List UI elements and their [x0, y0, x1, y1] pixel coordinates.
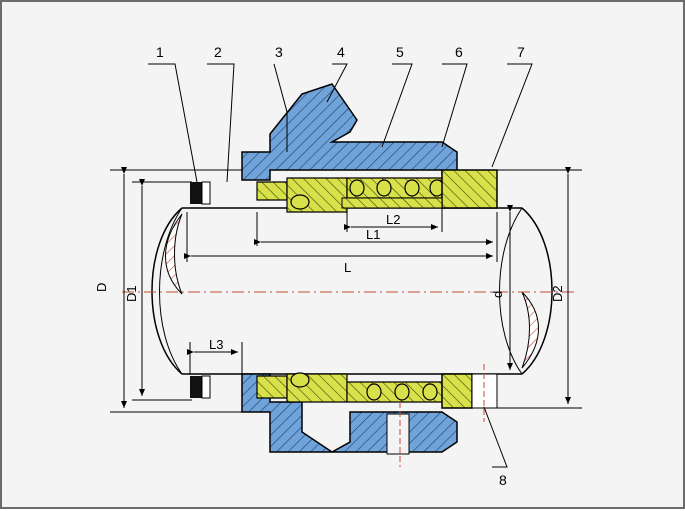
part-label-6: 6	[455, 44, 463, 60]
part-leaders	[148, 63, 533, 468]
dimension-lines	[110, 167, 582, 413]
spring-coil	[376, 179, 392, 197]
shaft-left-break-hatch	[165, 213, 183, 295]
lower-o-ring	[290, 372, 310, 388]
dim-L: L	[344, 260, 351, 275]
part-label-1: 1	[156, 44, 164, 60]
collar	[441, 169, 498, 209]
dim-L2: L2	[386, 212, 400, 227]
part-label-3: 3	[275, 44, 283, 60]
stationary-seat	[256, 181, 288, 201]
spring-coil	[404, 179, 420, 197]
upper-o-ring	[290, 194, 310, 210]
part-label-8: 8	[499, 472, 507, 488]
seat-ring	[190, 182, 202, 204]
part-label-7: 7	[517, 44, 525, 60]
spring-coil	[394, 383, 410, 401]
part-label-5: 5	[396, 44, 404, 60]
spring-coil	[422, 383, 438, 401]
sleeve-upper	[341, 197, 443, 209]
dim-L3: L3	[209, 337, 223, 352]
dim-D: D	[94, 283, 109, 292]
collar-lower	[441, 373, 473, 409]
stationary-seat-lower	[256, 375, 288, 399]
gland-housing	[241, 83, 458, 181]
part-label-4: 4	[337, 44, 345, 60]
dim-D1: D1	[124, 285, 139, 302]
upper-seal-assembly	[190, 83, 498, 213]
spring-coil	[366, 383, 382, 401]
port-hole	[386, 413, 410, 455]
dim-L1: L1	[366, 227, 380, 242]
spring-coil	[349, 179, 365, 197]
dim-d: d	[490, 291, 505, 298]
lower-seal-assembly	[190, 364, 498, 467]
part-label-2: 2	[214, 44, 222, 60]
dim-D2: D2	[550, 285, 565, 302]
seat-ring-lower	[190, 376, 202, 398]
shaft-right-break-hatch	[521, 291, 539, 369]
